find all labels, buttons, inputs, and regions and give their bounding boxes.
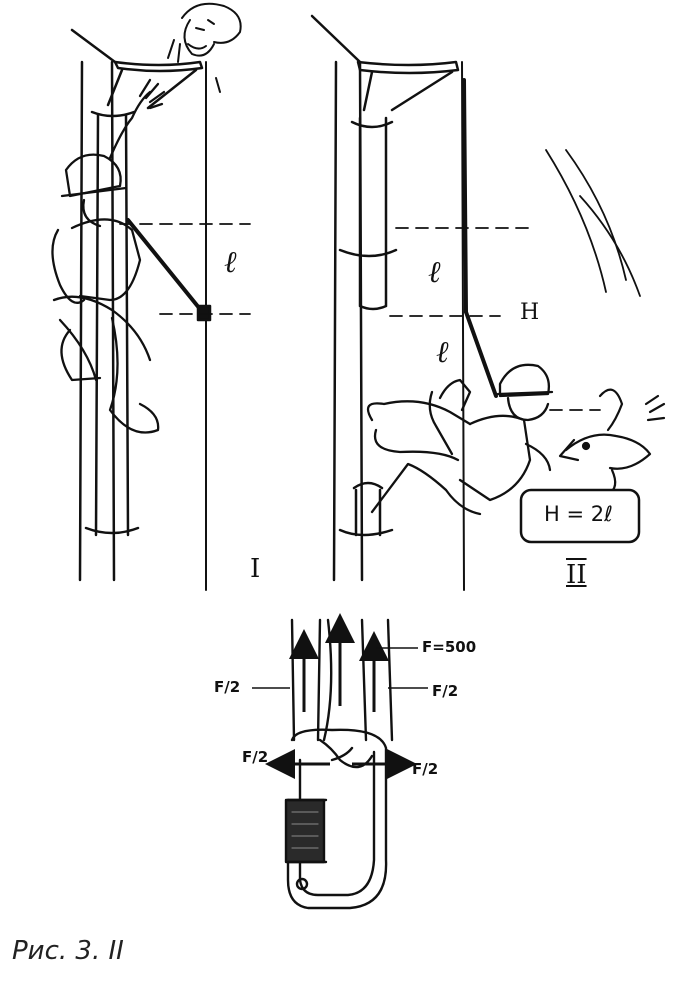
force-arrows bbox=[252, 613, 428, 779]
motion-line-1 bbox=[545, 149, 607, 293]
panel-1-length-label: ℓ bbox=[224, 245, 237, 280]
force-label-right-up: F/2 bbox=[432, 682, 459, 700]
funnel-top bbox=[356, 60, 460, 75]
rope-grab bbox=[196, 304, 212, 322]
rope-strand-middle bbox=[322, 618, 333, 742]
guy-wire bbox=[310, 14, 362, 64]
climber-figure-panel-1 bbox=[51, 78, 166, 434]
gate-sleeve-texture bbox=[291, 811, 319, 849]
panel-2-length-label-upper: ℓ bbox=[428, 255, 441, 290]
rope-strand-right bbox=[360, 618, 394, 742]
carabiner-inner bbox=[298, 750, 376, 897]
lanyard bbox=[126, 218, 206, 316]
funnel-body bbox=[362, 70, 454, 112]
pipe-lower bbox=[352, 481, 384, 537]
force-label-left-side: F/2 bbox=[242, 748, 269, 766]
pipe-clamp-top bbox=[350, 120, 394, 129]
force-label-right-side: F/2 bbox=[412, 760, 439, 778]
speech-bubble-box bbox=[519, 488, 641, 544]
falling-worker-figure bbox=[366, 363, 554, 516]
gate-ring bbox=[286, 798, 328, 864]
panel-1-scene bbox=[70, 28, 251, 591]
lanyard-falling bbox=[464, 310, 498, 398]
panel-2-numeral: II bbox=[566, 560, 587, 590]
force-label-total: F=500 bbox=[422, 638, 477, 656]
motion-line-3 bbox=[579, 195, 641, 297]
pipe-clamp-bottom bbox=[84, 526, 140, 535]
figure-caption: Рис. 3. II bbox=[12, 936, 124, 966]
funnel-top bbox=[113, 60, 204, 73]
carabiner-frame bbox=[286, 728, 388, 910]
bird-character bbox=[558, 388, 666, 496]
panel-2-height-label: H bbox=[520, 300, 540, 325]
pipe-upper bbox=[358, 116, 388, 311]
guy-wire bbox=[70, 28, 117, 64]
force-label-left-up: F/2 bbox=[214, 678, 241, 696]
safety-rope bbox=[461, 61, 465, 591]
pipe bbox=[94, 113, 130, 537]
lanyard-attached bbox=[462, 78, 468, 314]
laughing-face-icon bbox=[167, 2, 242, 93]
speech-bubble-text: H = 2ℓ bbox=[544, 502, 613, 526]
pipe-clamp-top bbox=[90, 110, 136, 118]
pole-left-edge bbox=[78, 60, 84, 582]
panel-2-scene bbox=[310, 14, 641, 591]
gate-sleeve bbox=[284, 798, 326, 864]
gate-pin bbox=[295, 877, 309, 891]
panel-2-length-label-lower: ℓ bbox=[436, 335, 449, 370]
pipe-clamp-bottom bbox=[338, 528, 394, 537]
pipe-clamp-mid bbox=[338, 248, 398, 258]
pole-left-edge bbox=[332, 60, 338, 582]
motion-line-2 bbox=[565, 149, 627, 281]
rope-strand-left bbox=[290, 618, 322, 742]
panel-1-numeral: I bbox=[250, 554, 261, 584]
funnel-body bbox=[106, 68, 198, 110]
